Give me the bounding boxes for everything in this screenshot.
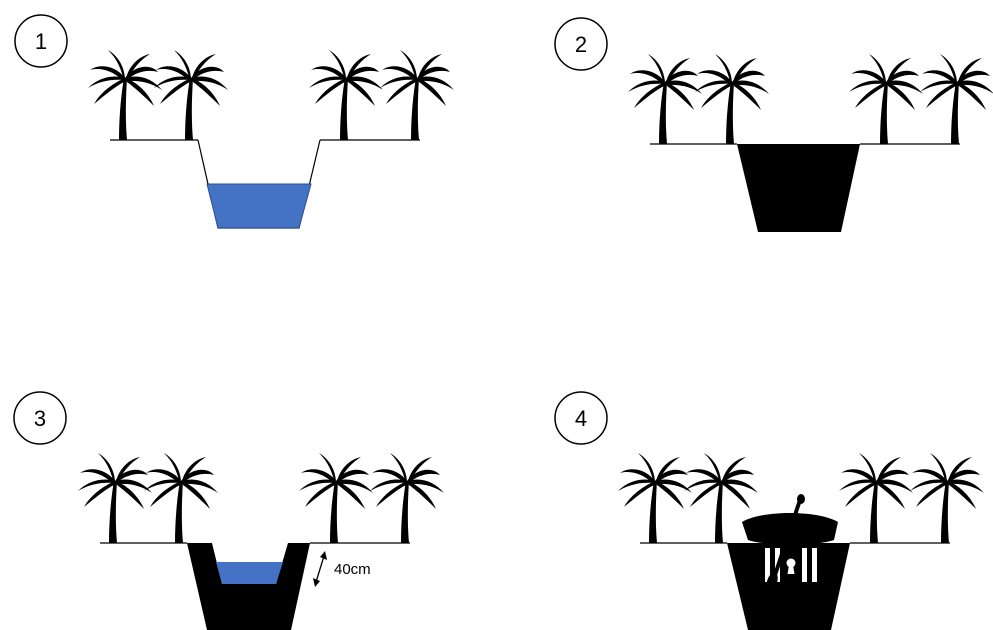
palm-tree-icon: [849, 54, 923, 144]
palm-tree-icon: [88, 50, 162, 140]
filled-canal: [737, 144, 860, 232]
panel-1: 1: [15, 15, 454, 228]
step-number: 4: [575, 406, 587, 431]
palm-tree-icon: [144, 453, 218, 543]
palm-tree-icon: [299, 453, 373, 543]
step-badge: 3: [14, 392, 66, 444]
step-badge: 4: [555, 392, 607, 444]
palm-tree-icon: [695, 54, 769, 144]
panel-3: 3 40cm: [14, 392, 444, 630]
panel-4: 4: [555, 392, 984, 630]
canal-lining: [187, 543, 310, 630]
step-badge: 2: [555, 18, 607, 70]
palm-tree-icon: [920, 54, 993, 144]
palm-tree-icon: [380, 50, 454, 140]
step-number: 2: [575, 32, 587, 57]
step-number: 3: [34, 406, 46, 431]
palm-tree-icon: [154, 50, 228, 140]
palm-tree-icon: [839, 453, 913, 543]
palm-tree-icon: [309, 50, 383, 140]
water: [207, 184, 311, 228]
palm-tree-icon: [910, 453, 984, 543]
double-arrow-icon: [313, 551, 327, 587]
step-number: 1: [35, 29, 47, 54]
step-badge: 1: [15, 15, 67, 67]
depth-label: 40cm: [334, 561, 371, 578]
palm-tree-icon: [370, 453, 444, 543]
palm-tree-icon: [78, 453, 152, 543]
palm-tree-icon: [618, 453, 692, 543]
water: [216, 562, 283, 584]
panel-2: 2: [555, 18, 993, 232]
palm-tree-icon: [628, 54, 702, 144]
